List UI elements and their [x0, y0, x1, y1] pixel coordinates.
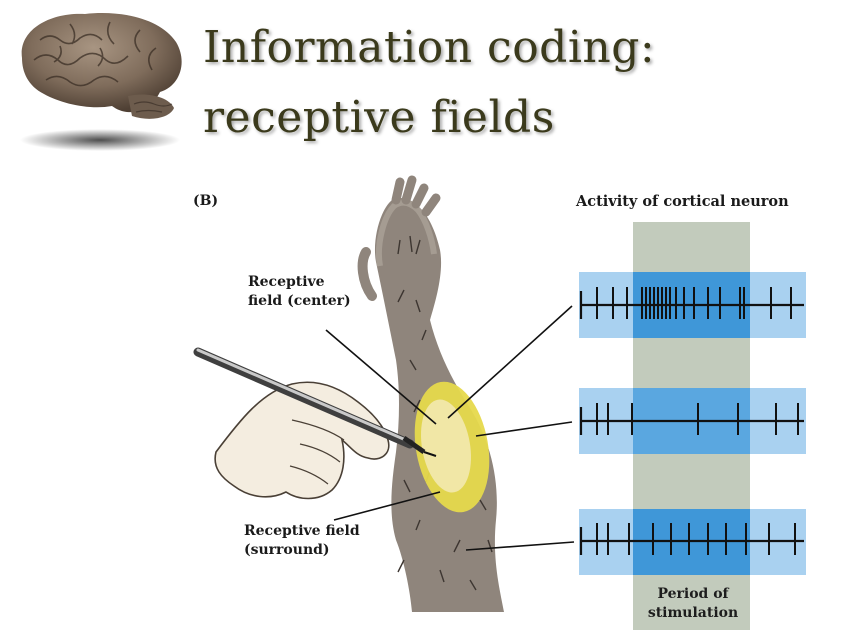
leader-line-trace-3 — [465, 541, 575, 551]
panel-letter: (B) — [193, 193, 219, 209]
period-label-line-1: Period of — [657, 586, 729, 602]
leader-line-surround — [333, 491, 441, 521]
receptive-field-surround-label: Receptive field (surround) — [244, 522, 360, 560]
receptive-field-center-line-1: Receptive — [248, 274, 325, 290]
leader-line-center — [325, 329, 437, 425]
activity-title: Activity of cortical neuron — [576, 193, 789, 210]
leader-line-trace-1 — [447, 305, 573, 419]
receptive-field-surround-line-2: (surround) — [244, 542, 330, 558]
period-label-line-2: stimulation — [647, 605, 739, 621]
leader-line-trace-2 — [475, 421, 573, 437]
receptive-field-surround-line-1: Receptive field — [244, 523, 360, 539]
receptive-field-center-label: Receptive field (center) — [248, 273, 351, 311]
stimulus-probe-icon — [193, 347, 437, 457]
period-of-stimulation-label: Period of stimulation — [636, 585, 750, 623]
slide-title-line-2: receptive fields — [203, 92, 555, 143]
receptive-field-center-line-2: field (center) — [248, 293, 351, 309]
slide-title-line-1: Information coding: — [203, 22, 656, 73]
